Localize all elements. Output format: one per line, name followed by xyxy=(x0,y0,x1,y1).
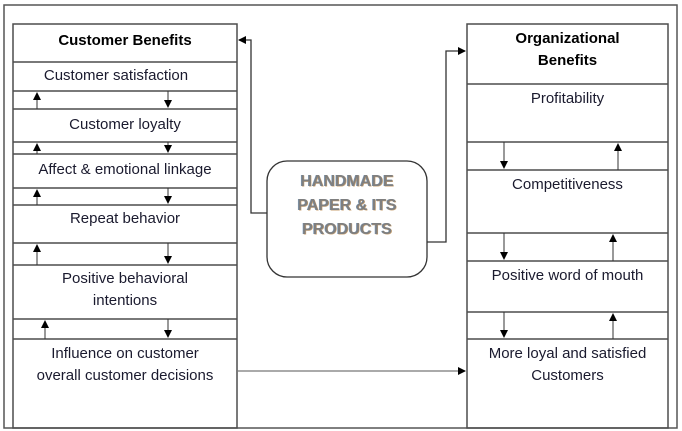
item-line: Customers xyxy=(531,367,604,384)
item-line: More loyal and satisfied xyxy=(488,345,647,362)
item-line: overall customer decisions xyxy=(36,367,214,384)
organizational-benefit-item: Competitiveness xyxy=(512,176,623,193)
customer-benefit-item: Repeat behavior xyxy=(69,210,181,227)
title-line: Benefits xyxy=(537,52,598,69)
organizational-benefit-item: Positive word of mouth xyxy=(491,267,644,284)
organizational-benefits-box xyxy=(466,23,669,429)
center-line: PAPER & ITS xyxy=(297,197,397,214)
center-line: HANDMADE xyxy=(300,173,394,190)
customer-benefits-box xyxy=(12,23,238,429)
customer-benefit-item: Positive behavioral intentions xyxy=(13,268,237,312)
connector-to-customer-benefits xyxy=(238,36,267,214)
customer-benefit-item: Influence on customer overall customer d… xyxy=(13,343,237,387)
customer-benefit-item: Customer loyalty xyxy=(69,116,181,133)
item-line: Positive behavioral xyxy=(62,270,188,287)
title-line: Organizational xyxy=(515,30,620,47)
outer-frame xyxy=(3,4,678,429)
organizational-flow-arrows xyxy=(500,142,622,339)
center-line: PRODUCTS xyxy=(302,221,392,238)
customer-benefit-item: Affect & emotional linkage xyxy=(38,161,212,178)
customer-benefits-title: Customer Benefits xyxy=(58,32,192,49)
organizational-benefit-item: More loyal and satisfied Customers xyxy=(467,343,668,387)
connector-to-organizational-benefits xyxy=(427,47,466,243)
center-label: HANDMADE PAPER & ITS PRODUCTS xyxy=(267,170,427,242)
item-line: intentions xyxy=(92,292,158,309)
customer-flow-arrows xyxy=(33,91,172,339)
organizational-benefit-item: Profitability xyxy=(530,90,605,107)
customer-benefit-item: Customer satisfaction xyxy=(43,67,189,84)
center-box xyxy=(266,160,428,278)
organizational-benefits-title: Organizational Benefits xyxy=(467,28,668,72)
item-line: Influence on customer xyxy=(51,345,199,362)
